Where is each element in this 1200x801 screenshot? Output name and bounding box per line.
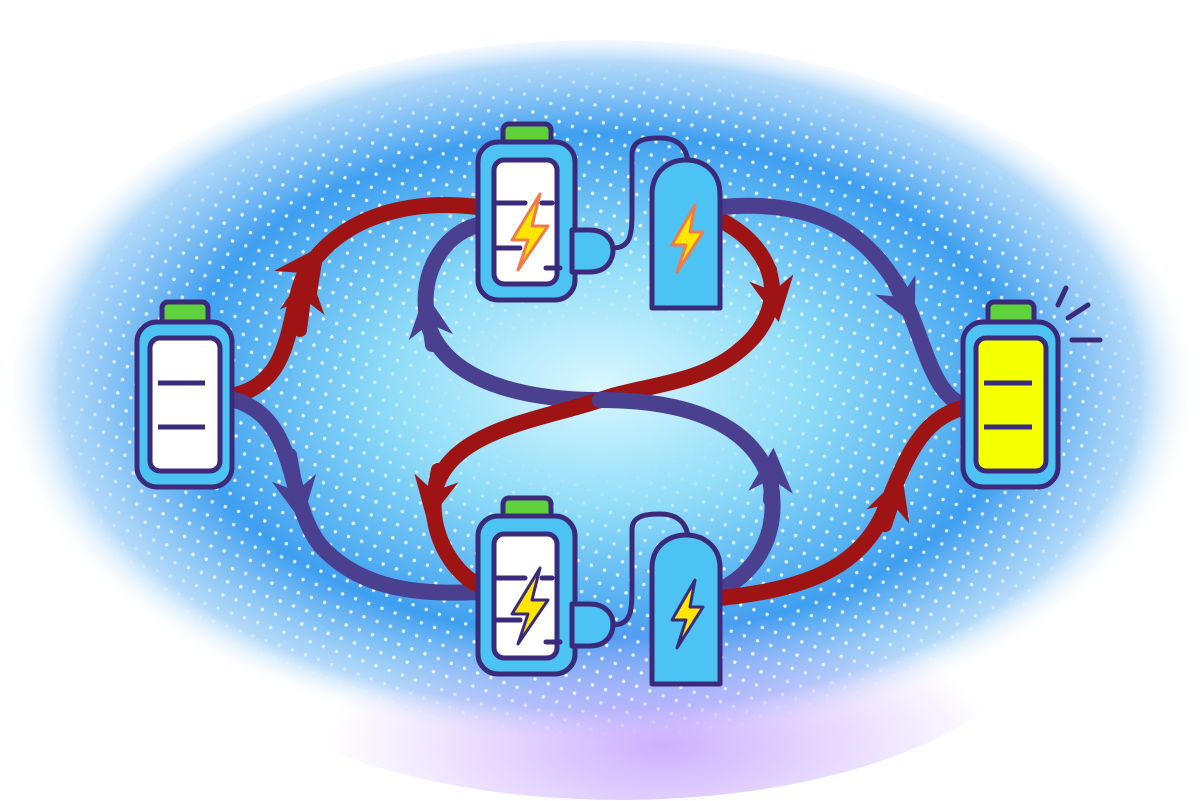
battery-charging-top xyxy=(475,121,723,311)
battery-charging-bottom xyxy=(475,495,723,687)
battery-full-icon xyxy=(960,285,1103,490)
plug-icon xyxy=(569,227,616,275)
arrow-left-to-bottom-purple xyxy=(227,392,486,601)
lightning-bolt-icon xyxy=(510,566,550,646)
flow-arrows xyxy=(227,197,970,606)
plug-icon xyxy=(569,601,616,649)
cable xyxy=(610,511,691,628)
arrow-left-to-top-red xyxy=(227,197,486,403)
battery-empty-icon xyxy=(134,299,235,490)
lightning-bolt-icon xyxy=(510,192,550,272)
spark-lines xyxy=(1055,285,1103,343)
cable xyxy=(610,135,691,251)
